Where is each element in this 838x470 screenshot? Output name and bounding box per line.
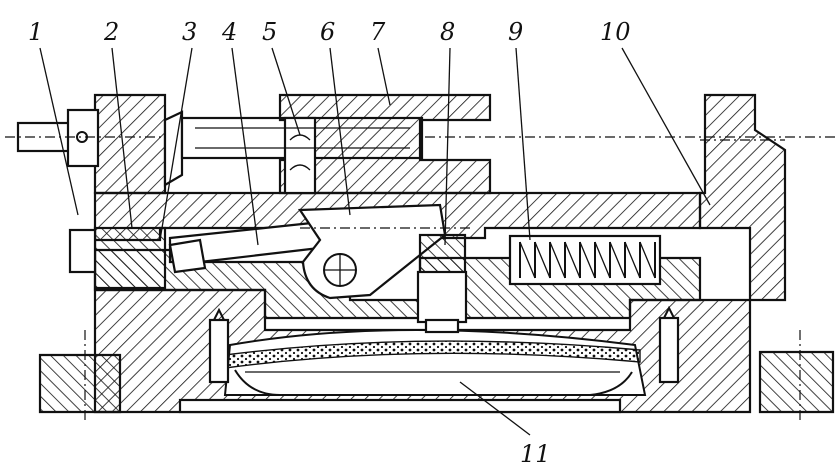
- callout-5: 5: [262, 18, 277, 46]
- callout-8: 8: [440, 18, 455, 46]
- rod-and-sleeve: [180, 93, 492, 195]
- left-clamp-block: [93, 93, 167, 290]
- callout-9: 9: [508, 18, 523, 46]
- callout-4: 4: [221, 18, 237, 46]
- right-end-block: [698, 93, 787, 302]
- spring: [508, 234, 662, 286]
- callout-11: 11: [520, 440, 551, 468]
- callout-10: 10: [600, 18, 631, 46]
- callout-3: 3: [182, 18, 197, 46]
- leader-lines: [39, 47, 711, 436]
- callout-1: 1: [28, 18, 43, 46]
- callout-2: 2: [103, 18, 119, 46]
- callout-7: 7: [370, 18, 386, 46]
- callout-labels: 1 2 3 4 5 6 7 8 9 10 11: [28, 18, 631, 468]
- diaphragm-chamber: [208, 305, 680, 396]
- rocker-cam: [297, 203, 470, 300]
- callout-6: 6: [320, 18, 335, 46]
- plunger: [416, 233, 468, 334]
